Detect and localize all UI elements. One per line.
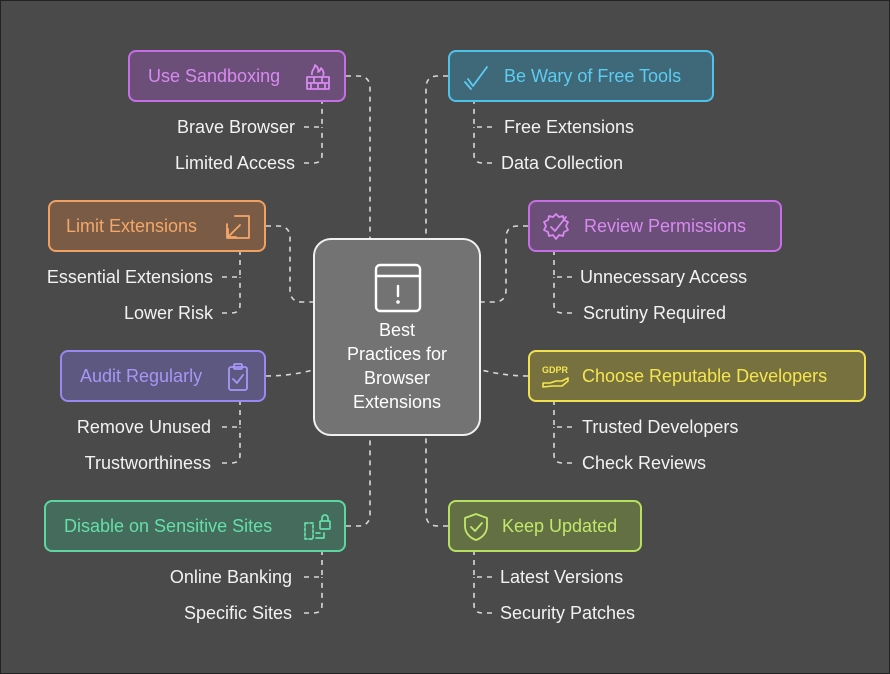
- branch-label: Choose Reputable Developers: [582, 365, 828, 386]
- connector-permissions-item-2: [553, 277, 572, 314]
- connector-limit: [266, 225, 313, 303]
- connector-limit-item-1: [222, 252, 241, 278]
- central-topic-title: Best Practices for Browser Extensions: [315, 318, 479, 414]
- gear-check-icon: [543, 213, 569, 240]
- branch-be-wary-of-free-tools: Be Wary of Free Tools: [448, 50, 714, 102]
- connector-updated-item-2: [473, 577, 492, 614]
- branch-item: Brave Browser: [176, 117, 295, 137]
- connector-developers-item-2: [553, 427, 572, 464]
- gdpr-hand-icon: GDPR: [542, 365, 569, 388]
- title-line: Browser: [363, 368, 430, 388]
- browser-alert-icon: [374, 263, 422, 313]
- branch-item: Data Collection: [501, 153, 624, 173]
- clipboard-check-icon: [228, 363, 248, 391]
- connector-free-tools-item-1: [473, 102, 492, 128]
- branch-label: Use Sandboxing: [148, 65, 281, 86]
- device-lock-icon: [304, 514, 331, 540]
- pen-check-icon: [464, 66, 488, 90]
- branch-audit-regularly: Audit Regularly: [60, 350, 266, 402]
- branch-item: Trustworthiness: [84, 453, 211, 473]
- branch-item: Online Banking: [169, 567, 292, 587]
- connector-permissions: [481, 225, 528, 303]
- connector-permissions-item-1: [553, 252, 572, 278]
- branch-item: Specific Sites: [183, 603, 292, 623]
- branch-item: Security Patches: [500, 603, 636, 623]
- connector-audit: [265, 369, 314, 377]
- branch-item: Scrutiny Required: [583, 303, 727, 323]
- branch-label: Audit Regularly: [80, 365, 203, 386]
- branch-label: Review Permissions: [584, 215, 747, 236]
- connector-updated: [425, 436, 448, 527]
- branch-label: Keep Updated: [502, 515, 618, 536]
- connector-free-tools-item-2: [473, 127, 492, 164]
- branch-label: Limit Extensions: [66, 215, 198, 236]
- branch-item: Limited Access: [174, 153, 295, 173]
- connector-sandboxing: [346, 75, 371, 238]
- branch-keep-updated: Keep Updated: [448, 500, 642, 552]
- shield-check-icon: [464, 513, 488, 541]
- connector-disable-item-1: [304, 552, 323, 578]
- connector-audit-item-2: [222, 427, 241, 464]
- central-topic: Best Practices for Browser Extensions: [313, 238, 481, 436]
- title-line: Practices for: [346, 344, 448, 364]
- title-line: Best: [378, 320, 416, 340]
- branch-item: Remove Unused: [76, 417, 211, 437]
- connector-sandboxing-item-2: [304, 127, 323, 164]
- shrink-arrow-icon: [226, 215, 250, 239]
- branch-item: Essential Extensions: [46, 267, 213, 287]
- connector-developers: [480, 369, 529, 377]
- branch-item: Free Extensions: [504, 117, 635, 137]
- branch-label: Disable on Sensitive Sites: [64, 515, 273, 536]
- connector-updated-item-1: [473, 552, 492, 578]
- branch-item: Check Reviews: [582, 453, 707, 473]
- branch-review-permissions: Review Permissions: [528, 200, 782, 252]
- branch-choose-reputable-developers: GDPR Choose Reputable Developers: [528, 350, 866, 402]
- branch-item: Latest Versions: [500, 567, 624, 587]
- branch-use-sandboxing: Use Sandboxing: [128, 50, 346, 102]
- branch-limit-extensions: Limit Extensions: [48, 200, 266, 252]
- connector-disable: [346, 436, 371, 527]
- connector-sandboxing-item-1: [304, 76, 323, 128]
- connector-disable-item-2: [304, 577, 323, 614]
- branch-disable-on-sensitive-sites: Disable on Sensitive Sites: [44, 500, 346, 552]
- branch-item: Trusted Developers: [582, 417, 739, 437]
- connector-audit-item-1: [222, 402, 241, 428]
- connector-free-tools: [425, 75, 448, 238]
- branch-label: Be Wary of Free Tools: [504, 65, 682, 86]
- connector-limit-item-2: [222, 277, 241, 314]
- connector-developers-item-1: [553, 402, 572, 428]
- firewall-icon: [306, 64, 330, 90]
- svg-text:GDPR: GDPR: [542, 365, 569, 375]
- branch-item: Unnecessary Access: [580, 267, 748, 287]
- title-line: Extensions: [352, 392, 442, 412]
- branch-item: Lower Risk: [123, 303, 213, 323]
